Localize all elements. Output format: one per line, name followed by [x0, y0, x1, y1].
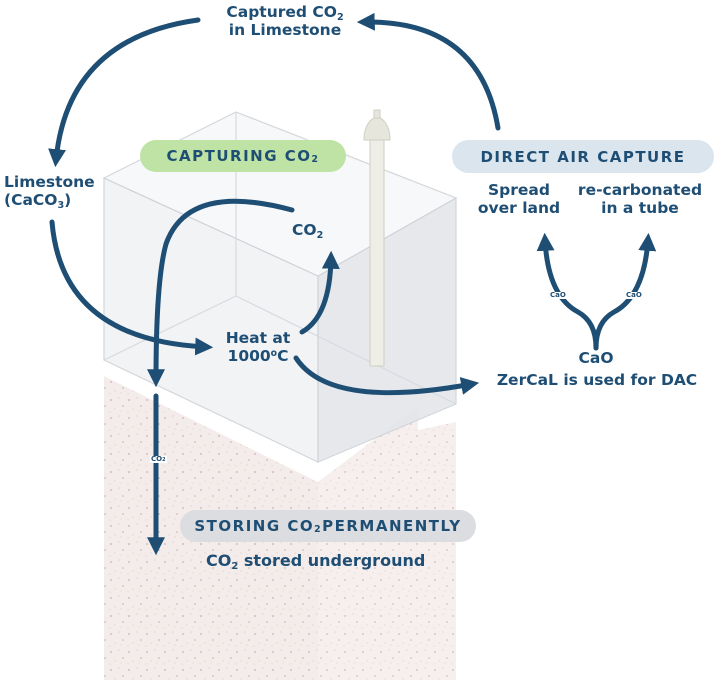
cao-small-left-label: CaO — [549, 291, 567, 299]
heat-unit-text: C — [277, 346, 289, 365]
chimney — [363, 109, 391, 367]
kiln-co2-text: CO — [292, 221, 317, 239]
stored-co2-text: CO — [206, 551, 232, 570]
heat-line1-text: Heat at — [225, 329, 291, 347]
recarb-line2-text: in a tube — [601, 198, 679, 217]
recarbonated-label: re-carbonated in a tube — [570, 181, 710, 218]
direct-air-capture-pill: DIRECT AIR CAPTURE — [452, 140, 714, 173]
flow-arrows — [48, 12, 657, 556]
storing-co2-subscript: 2 — [314, 523, 323, 535]
limestone-line2-close: ) — [64, 190, 72, 209]
zercal-label: ZerCaL is used for DAC — [496, 371, 698, 389]
captured-line1-text: Captured CO — [226, 3, 337, 21]
captured-line1-subscript: 2 — [336, 12, 344, 24]
direct-air-capture-text: DIRECT AIR CAPTURE — [480, 147, 686, 166]
captured-line2-text: in Limestone — [228, 20, 342, 39]
limestone-label: Limestone (CaCO3) — [4, 173, 95, 212]
heat-temperature-text: 1000 — [227, 346, 271, 365]
stored-post-text: stored underground — [238, 551, 426, 570]
limestone-line2-text: (CaCO — [4, 190, 58, 209]
storage-co2-small-text: CO — [151, 455, 163, 463]
stored-underground-label: CO2 stored underground — [206, 551, 426, 573]
capturing-co2-subscript: 2 — [311, 153, 320, 165]
capturing-co2-text: CAPTURING CO — [166, 147, 312, 165]
spread-over-land-label: Spread over land — [474, 181, 564, 218]
kiln-co2-label: CO2 — [292, 221, 324, 242]
recarb-line1-text: re-carbonated — [577, 181, 703, 199]
kiln-co2-subscript: 2 — [316, 230, 324, 242]
storage-co2-small-subscript: 2 — [162, 457, 166, 463]
spread-line1-text: Spread — [488, 181, 550, 199]
stored-co2-subscript: 2 — [231, 561, 239, 573]
storage-co2-small-label: CO2 — [150, 456, 167, 463]
cao-label: CaO — [578, 349, 614, 367]
storing-co2-text: STORING CO — [194, 517, 315, 535]
limestone-subscript: 3 — [57, 200, 65, 212]
cao-small-right-label: CaO — [625, 291, 643, 299]
storing-co2-post-text: PERMANENTLY — [322, 517, 462, 535]
captured-co2-label: Captured CO2 in Limestone — [205, 3, 365, 40]
limestone-line1-text: Limestone — [4, 173, 95, 191]
spread-line2-text: over land — [477, 198, 561, 217]
heat-label: Heat at 1000oC — [218, 329, 298, 366]
heat-degree-superscript: o — [270, 347, 278, 359]
